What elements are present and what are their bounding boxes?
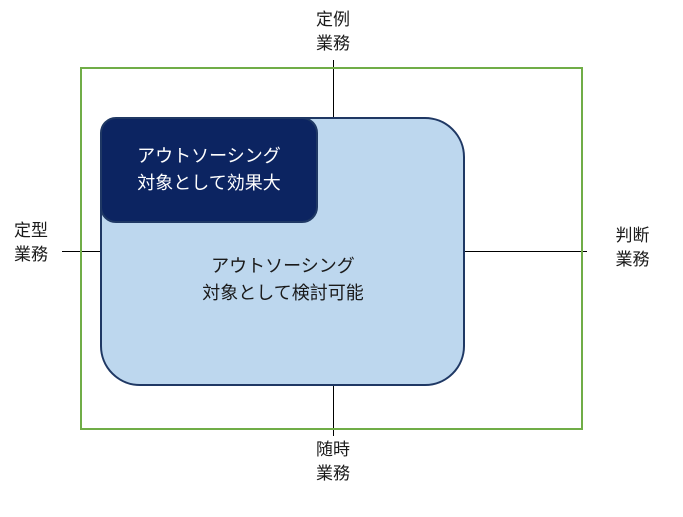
outsourcing-consider-line-1: アウトソーシング [211,256,355,277]
axis-label-left-line-1: 定型 [14,221,48,241]
axis-vertical-bottom [333,386,334,436]
outsourcing-consider-label: アウトソーシング 対象として検討可能 [150,253,416,307]
axis-label-left-line-2: 業務 [14,245,48,265]
axis-label-right-line-2: 業務 [615,250,650,270]
axis-vertical-top [333,60,334,117]
outsourcing-effective-label: アウトソーシング 対象として効果大 [100,143,318,197]
axis-label-top-line-1: 定例 [316,10,350,30]
axis-label-bottom-line-1: 随時 [316,440,350,460]
axis-label-bottom: 随時 業務 [303,438,363,486]
axis-label-right-line-1: 判断 [615,226,650,246]
outsourcing-consider-line-2: 対象として検討可能 [202,283,364,304]
quadrant-frame [80,67,583,430]
axis-label-left: 定型 業務 [6,219,56,267]
axis-label-top: 定例 業務 [303,8,363,56]
outsourcing-effective-line-2: 対象として効果大 [137,173,281,194]
outsourcing-effective-line-1: アウトソーシング [137,146,281,167]
axis-label-top-line-2: 業務 [316,34,350,54]
axis-label-bottom-line-2: 業務 [316,464,350,484]
axis-label-right: 判断 業務 [605,224,660,272]
axis-horizontal-right [465,251,587,252]
outsourcing-effective-box [100,117,318,223]
